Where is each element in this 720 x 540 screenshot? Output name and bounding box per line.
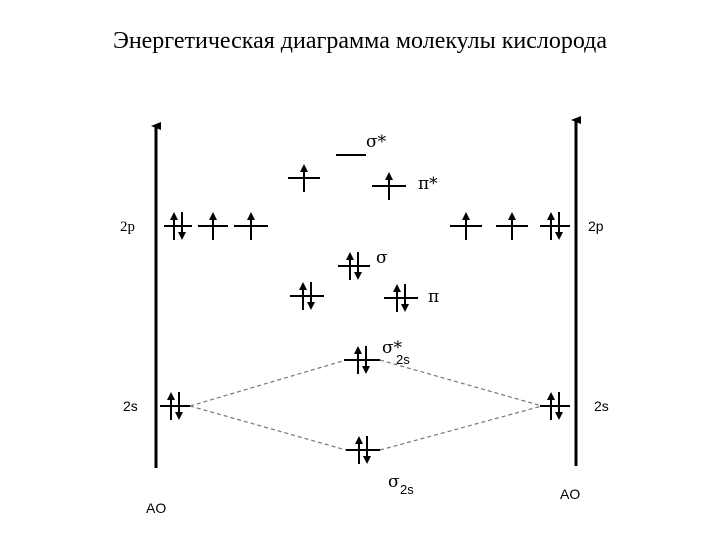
left-2p-1-electron-up <box>170 212 178 240</box>
pi-star-2-electron-up <box>385 172 393 200</box>
left-ao-label: AO <box>146 500 166 516</box>
orbital-levels <box>160 154 570 464</box>
pi-2p-2-electron-up <box>393 284 401 312</box>
pi-star-1-electron-up <box>300 164 308 192</box>
left-2s-label: 2s <box>123 398 138 414</box>
sigma-star-2s-electron-down <box>362 346 370 374</box>
left-2p-2-electron-up <box>209 212 217 240</box>
left-2s-orbital <box>160 392 190 420</box>
diagram-title: Энергетическая диаграмма молекулы кислор… <box>112 28 608 54</box>
left-2p-2-orbital <box>198 212 228 240</box>
right-2p-3-electron-down <box>555 212 563 240</box>
right-ao-label: AO <box>560 486 580 502</box>
pi-star-label: π* <box>418 174 438 194</box>
sigma-2s-electron-up <box>355 436 363 464</box>
right-2p-1-electron-up <box>462 212 470 240</box>
right-2p-3-electron-up <box>547 212 555 240</box>
sigma-star-2p-label: σ* <box>366 132 387 152</box>
pi-star-2-orbital <box>372 172 406 200</box>
right-2s-electron-up <box>547 392 555 420</box>
right-2s-label: 2s <box>594 398 609 414</box>
left-2p-3-orbital <box>234 212 268 240</box>
sigma-2s-electron-down <box>363 436 371 464</box>
pi-2p-label: π <box>428 287 439 307</box>
sigma-2p-label: σ <box>376 248 388 268</box>
correlation-lines <box>189 359 543 451</box>
left-2p-3-electron-up <box>247 212 255 240</box>
right-2s-electron-down <box>555 392 563 420</box>
right-2p-label: 2p <box>588 218 604 234</box>
left-2p-1-orbital <box>164 212 192 240</box>
right-2p-2-electron-up <box>508 212 516 240</box>
left-2p-label: 2p <box>120 219 135 235</box>
pi-2p-2-orbital <box>384 284 418 312</box>
right-2s-orbital <box>540 392 570 420</box>
sigma-2s-orbital <box>346 436 380 464</box>
sigma-2s-subscript: 2s <box>400 482 414 497</box>
pi-star-1-orbital <box>288 164 320 192</box>
right-2p-3-orbital <box>540 212 570 240</box>
right-2p-1-orbital <box>450 212 482 240</box>
sigma-star-2s-electron-up <box>354 346 362 374</box>
right-2p-2-orbital <box>496 212 528 240</box>
pi-2p-1-electron-down <box>307 282 315 310</box>
pi-2p-2-electron-down <box>401 284 409 312</box>
sigma-star-2s-symbol: σ* <box>382 338 403 358</box>
left-2p-1-electron-down <box>178 212 186 240</box>
sigma-2p-electron-down <box>354 252 362 280</box>
sigma-star-2s-subscript: 2s <box>396 352 410 367</box>
sigma-2s-symbol: σ <box>388 472 400 492</box>
pi-2p-1-electron-up <box>299 282 307 310</box>
sigma-2p-orbital <box>338 252 370 280</box>
left-2s-electron-up <box>167 392 175 420</box>
pi-2p-1-orbital <box>290 282 324 310</box>
left-2s-electron-down <box>175 392 183 420</box>
sigma-star-2s-orbital <box>344 346 380 374</box>
sigma-2p-electron-up <box>346 252 354 280</box>
